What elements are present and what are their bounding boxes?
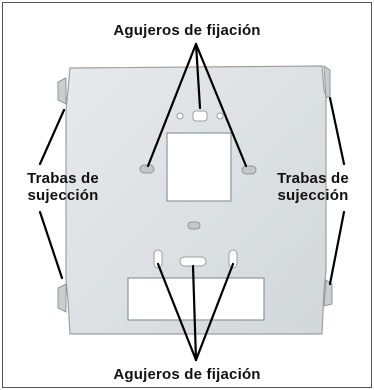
left-label-line1: Trabas de [27,170,99,187]
top-pointer-lines [146,42,248,168]
top-fixing-holes-label: Agujeros de fijación [113,22,261,39]
center-cutout [166,132,232,202]
top-hole-left [176,112,184,120]
right-label-line2: sujección [277,187,349,204]
top-hole-right [216,112,224,120]
bottom-fixing-holes-label: Agujeros de fijación [113,366,261,383]
right-retaining-tabs-label: Trabas de sujección [258,170,368,204]
right-retaining-tab-top [323,65,331,99]
fixing-hole-left [139,164,155,174]
left-pointer-lines [38,108,66,280]
fixing-hole-right [241,165,257,175]
image-frame [2,2,372,388]
lower-cutout [127,277,265,321]
left-retaining-tab-top [57,77,67,105]
left-retaining-tab-bottom [57,283,67,313]
center-hole [187,221,201,230]
top-slot-center [192,110,208,122]
lower-slot-left [153,249,163,269]
lower-slot-right [228,249,238,269]
left-retaining-tabs-label: Trabas de sujección [8,170,118,204]
right-label-line1: Trabas de [277,170,349,187]
right-pointer-lines [328,96,346,286]
left-label-line2: sujección [27,187,99,204]
lower-slot-center [179,256,207,267]
bottom-pointer-lines [156,262,235,362]
